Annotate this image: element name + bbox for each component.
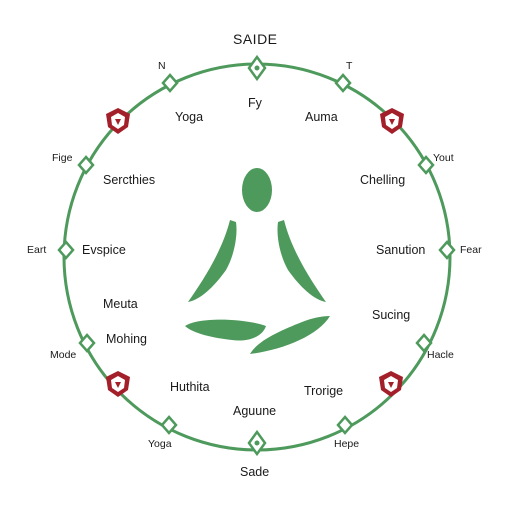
inner-label-left: Evspice xyxy=(82,243,126,257)
rim-label-lower-left: Mode xyxy=(50,349,77,361)
rim-label-lower-right: Hacle xyxy=(427,349,454,361)
rim-label-upper-right: Yout xyxy=(433,152,454,164)
rim-label-right: Fear xyxy=(460,244,482,256)
diamond-marker-upper-left xyxy=(77,155,95,175)
diamond-marker-right xyxy=(438,240,456,260)
diamond-marker-bottom-right xyxy=(336,415,354,435)
bottom-label: Sade xyxy=(240,465,270,479)
shield-icon-bottom-right xyxy=(379,371,403,397)
inner-label-lower-right: Sucing xyxy=(372,308,411,322)
diamond-markers xyxy=(57,54,456,457)
diamond-marker-upper-right xyxy=(417,155,435,175)
rim-label-bottom-left: Yoga xyxy=(148,438,172,450)
diamond-dot-bottom xyxy=(254,440,260,446)
shield-icon-top-left xyxy=(106,108,130,134)
inner-label-top-right: Auma xyxy=(305,110,338,124)
inner-label-bottom-center: Aguune xyxy=(233,404,277,418)
inner-label-top-center: Fy xyxy=(248,96,262,110)
diamond-marker-left xyxy=(57,240,75,260)
diamond-marker-lower-right xyxy=(415,333,433,353)
inner-label-bottom-left: Huthita xyxy=(170,380,210,394)
shield-emblems xyxy=(106,108,404,397)
inner-label-middle-left: Meuta xyxy=(103,297,138,311)
inner-label-upper-right: Chelling xyxy=(360,173,406,187)
inner-label-bottom-right: Trorige xyxy=(304,384,344,398)
rim-label-upper-left: Fige xyxy=(52,152,73,164)
inner-label-right: Sanution xyxy=(376,243,426,257)
rim-label-top-right: T xyxy=(346,60,353,72)
rim-label-bottom-right: Hepe xyxy=(334,438,360,450)
meditating-figure-icon xyxy=(185,168,330,354)
diamond-marker-lower-left xyxy=(78,333,96,353)
diamond-marker-top-right xyxy=(334,73,352,93)
diagram-title: SAIDE xyxy=(233,31,278,47)
diamond-marker-top-left xyxy=(161,73,179,93)
diamond-marker-bottom-left xyxy=(160,415,178,435)
diamond-dot-top xyxy=(254,65,260,71)
rim-label-left: Eart xyxy=(27,244,47,256)
rim-label-top-left: N xyxy=(158,60,166,72)
inner-label-upper-left: Sercthies xyxy=(103,173,156,187)
shield-icon-top-right xyxy=(380,108,404,134)
inner-label-top-left: Yoga xyxy=(175,110,204,124)
inner-label-lower-left: Mohing xyxy=(106,332,147,346)
shield-icon-bottom-left xyxy=(106,371,130,397)
